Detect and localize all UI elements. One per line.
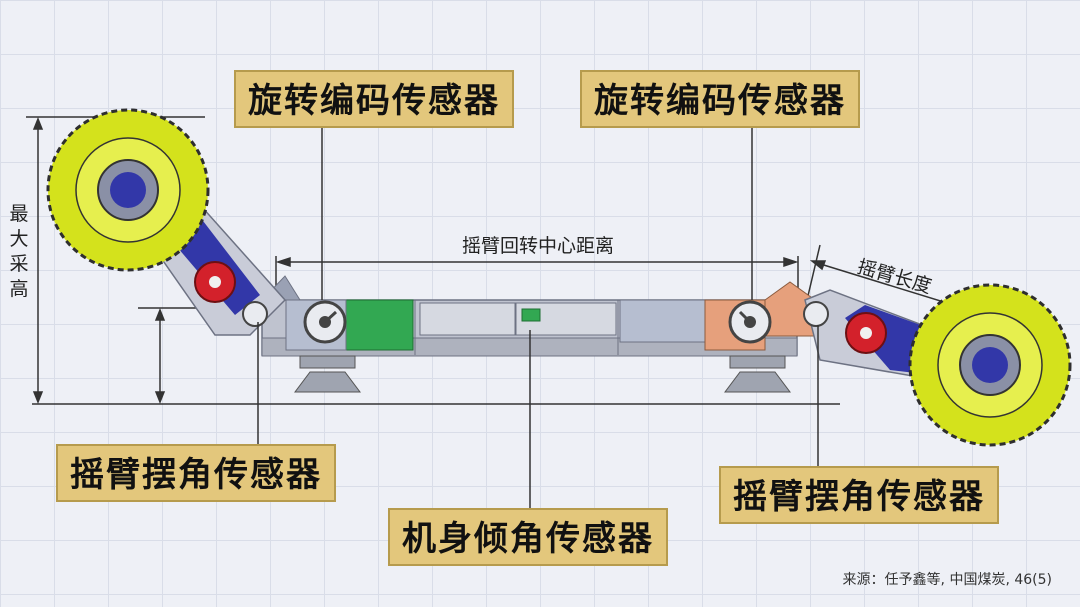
encoder-wheel-left: [303, 300, 347, 344]
leader-lines: [257, 126, 819, 508]
shearer-feet: [294, 355, 791, 393]
tilt-label: 机身倾角传感器: [388, 508, 668, 566]
left-motor: [194, 261, 236, 303]
center-distance-dimension: [275, 256, 799, 300]
max-height-text: 最大采高: [9, 203, 29, 300]
source-citation: 来源：任予鑫等, 中国煤炭, 46(5): [842, 572, 1052, 588]
encoder-right-label: 旋转编码传感器: [580, 70, 860, 128]
right-cutting-drum: [908, 283, 1072, 447]
max-height-dimension: [26, 116, 260, 405]
encoder-left-label: 旋转编码传感器: [234, 70, 514, 128]
left-cutting-drum: [46, 108, 210, 272]
swing-left-label: 摇臂摆角传感器: [56, 444, 336, 502]
encoder-wheel-right: [728, 300, 772, 344]
center-distance-text: 摇臂回转中心距离: [462, 235, 615, 257]
swing-right-label: 摇臂摆角传感器: [719, 466, 999, 524]
right-motor: [845, 312, 887, 354]
